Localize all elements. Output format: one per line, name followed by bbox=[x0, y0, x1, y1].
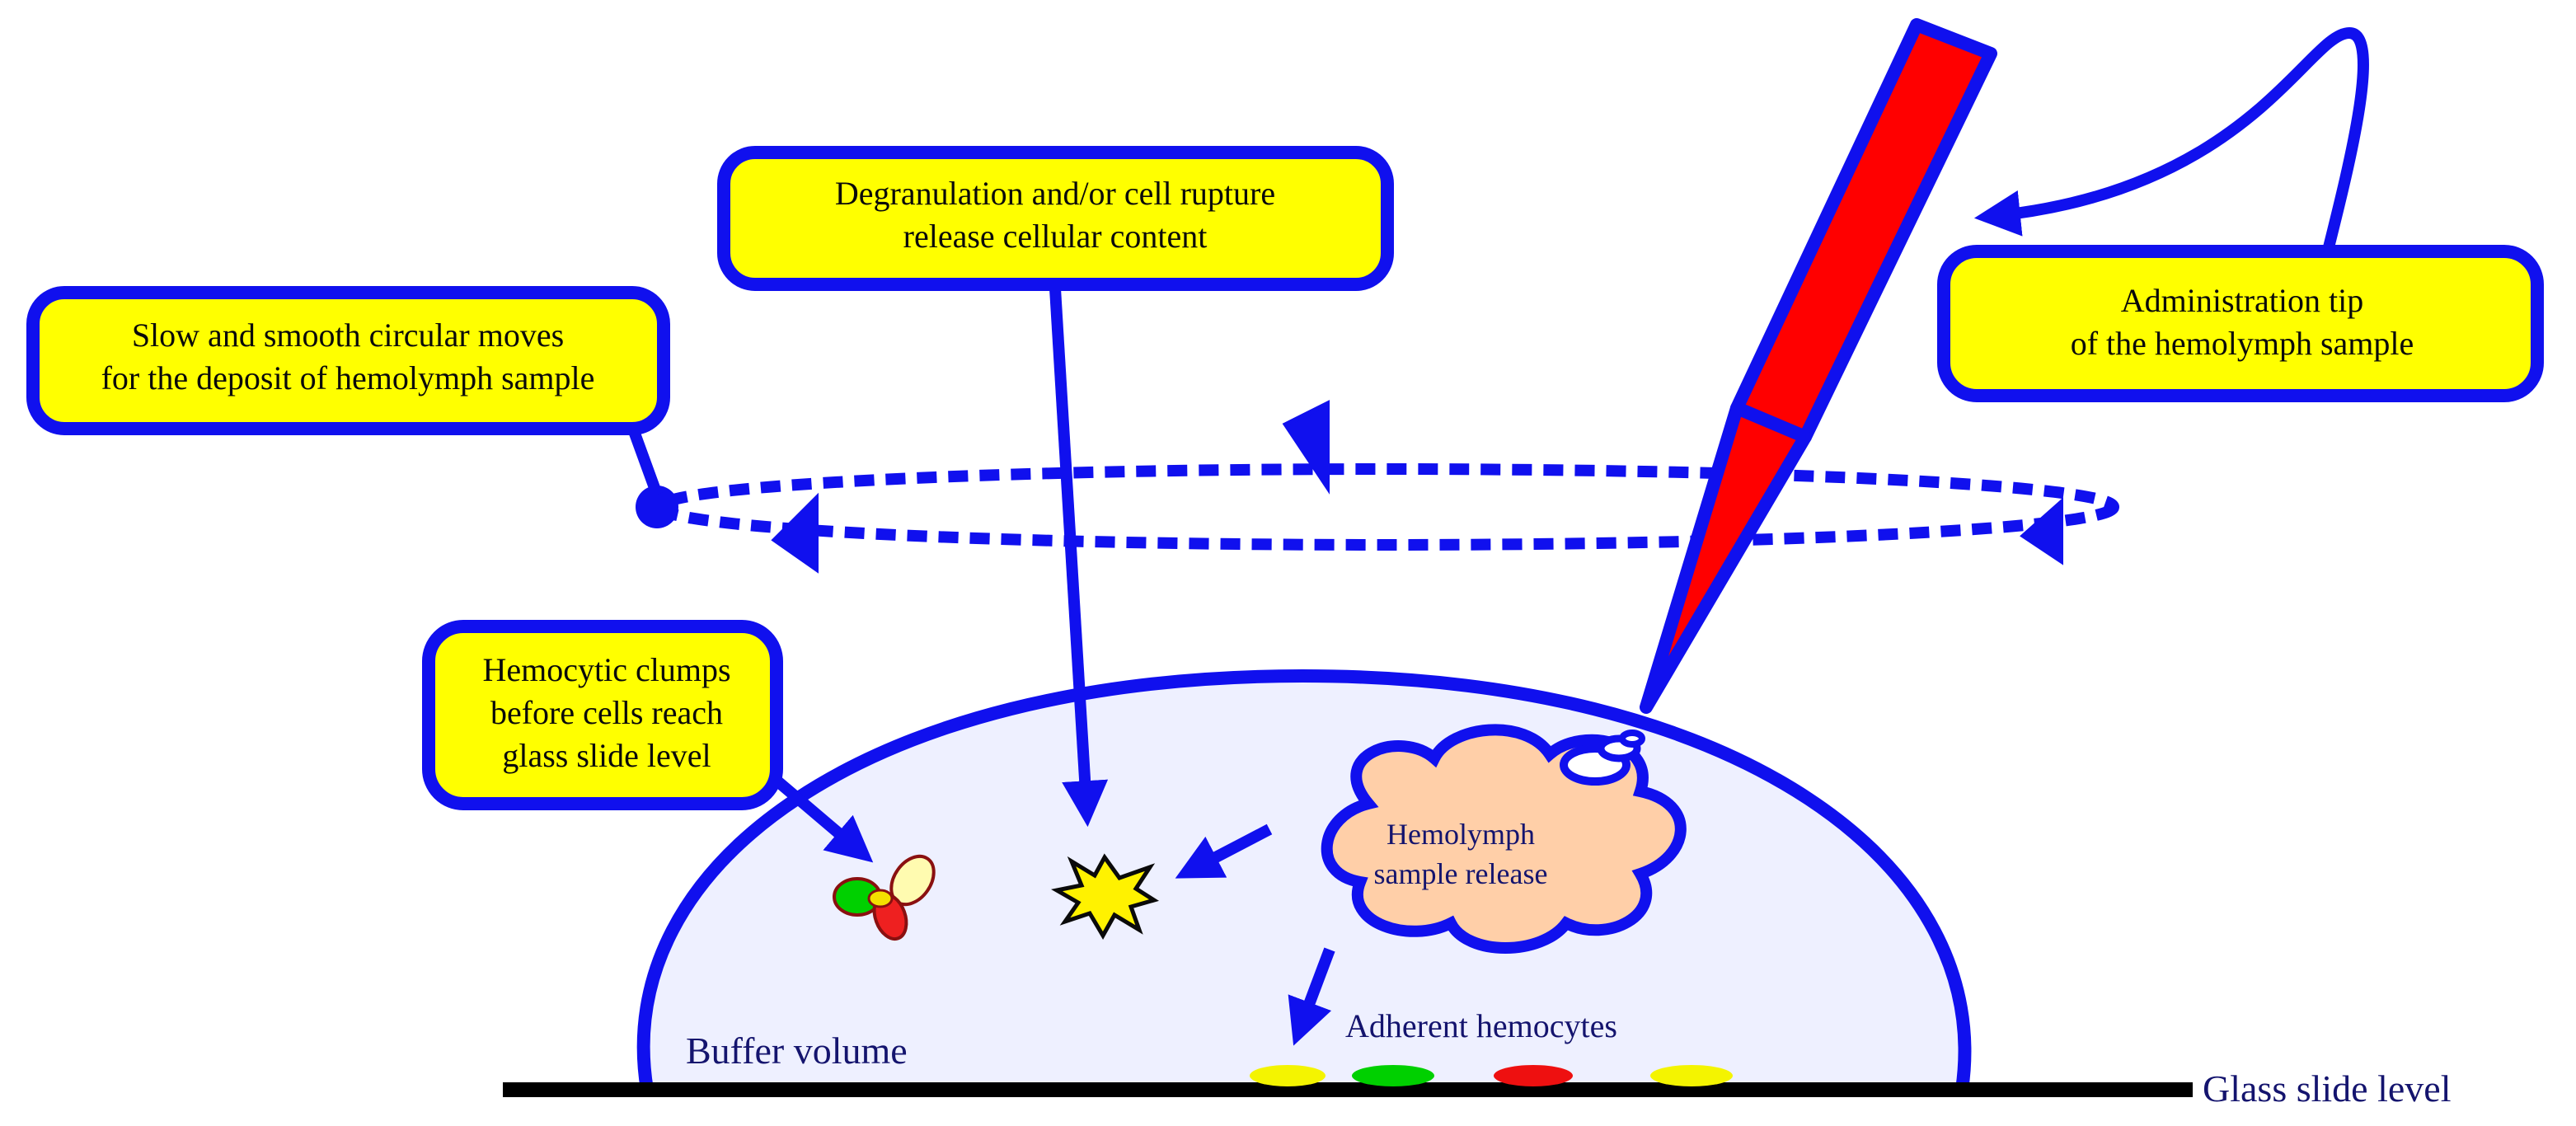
label-adherent-hemocytes: Adherent hemocytes bbox=[1345, 1007, 1617, 1044]
clump-cell-core bbox=[867, 889, 894, 908]
callout-degranulation-line2: release cellular content bbox=[903, 218, 1208, 255]
callout-degranulation: Degranulation and/or cell rupture releas… bbox=[717, 146, 1394, 291]
ruptured-cell-starburst bbox=[1051, 853, 1160, 941]
circular-motion-path bbox=[654, 463, 2119, 551]
adherent-cell-yellow-1 bbox=[1250, 1065, 1326, 1086]
cloud-bubble-small bbox=[1619, 730, 1645, 748]
callout-slow-moves-line1: Slow and smooth circular moves bbox=[132, 317, 564, 354]
label-buffer-volume: Buffer volume bbox=[686, 1030, 908, 1072]
motion-arrow-back-right bbox=[2020, 497, 2063, 565]
callout-clumps-line2: before cells reach bbox=[490, 694, 723, 731]
callout-slow-moves-box bbox=[26, 286, 670, 435]
motion-arrow-back-top bbox=[1282, 400, 1330, 495]
adherent-cell-yellow-2 bbox=[1650, 1065, 1733, 1086]
callout-admin-tip-line1: Administration tip bbox=[2121, 282, 2363, 319]
hemocytic-clump bbox=[833, 854, 936, 941]
arrow-cloud-to-adherent bbox=[1288, 947, 1335, 1046]
callout-slow-moves: Slow and smooth circular moves for the d… bbox=[26, 286, 670, 435]
callout-admin-tip-box bbox=[1937, 245, 2544, 402]
hemolymph-cloud: Hemolymph sample release bbox=[1321, 724, 1687, 954]
callout-slow-moves-line2: for the deposit of hemolymph sample bbox=[101, 359, 595, 396]
arrow-clumps-to-cells bbox=[771, 774, 874, 863]
circular-motion-anchor-dot bbox=[636, 486, 678, 528]
adherent-cell-green bbox=[1352, 1065, 1434, 1086]
callout-hemocytic-clumps: Hemocytic clumps before cells reach glas… bbox=[422, 620, 783, 810]
callout-degranulation-line1: Degranulation and/or cell rupture bbox=[835, 175, 1275, 212]
callout-clumps-box bbox=[422, 620, 783, 810]
cloud-label-line1: Hemolymph bbox=[1387, 818, 1535, 851]
callout-degranulation-box bbox=[717, 146, 1394, 291]
adherent-cell-red bbox=[1494, 1065, 1573, 1086]
callout-administration-tip: Administration tip of the hemolymph samp… bbox=[1937, 245, 2544, 402]
motion-arrow-back-left bbox=[771, 492, 819, 574]
cloud-label-line2: sample release bbox=[1374, 857, 1548, 890]
callout-clumps-line3: glass slide level bbox=[502, 737, 711, 774]
arrow-degranulation-to-burst bbox=[1049, 288, 1109, 828]
arrow-cloud-to-burst bbox=[1175, 823, 1273, 879]
administration-tip bbox=[1640, 18, 1997, 714]
label-glass-slide-level: Glass slide level bbox=[2203, 1067, 2452, 1110]
callout-clumps-line1: Hemocytic clumps bbox=[482, 651, 730, 688]
pipette-cone bbox=[1640, 401, 1812, 714]
arrow-admin-to-tip bbox=[1973, 26, 2369, 249]
callout-admin-tip-line2: of the hemolymph sample bbox=[2071, 325, 2414, 362]
